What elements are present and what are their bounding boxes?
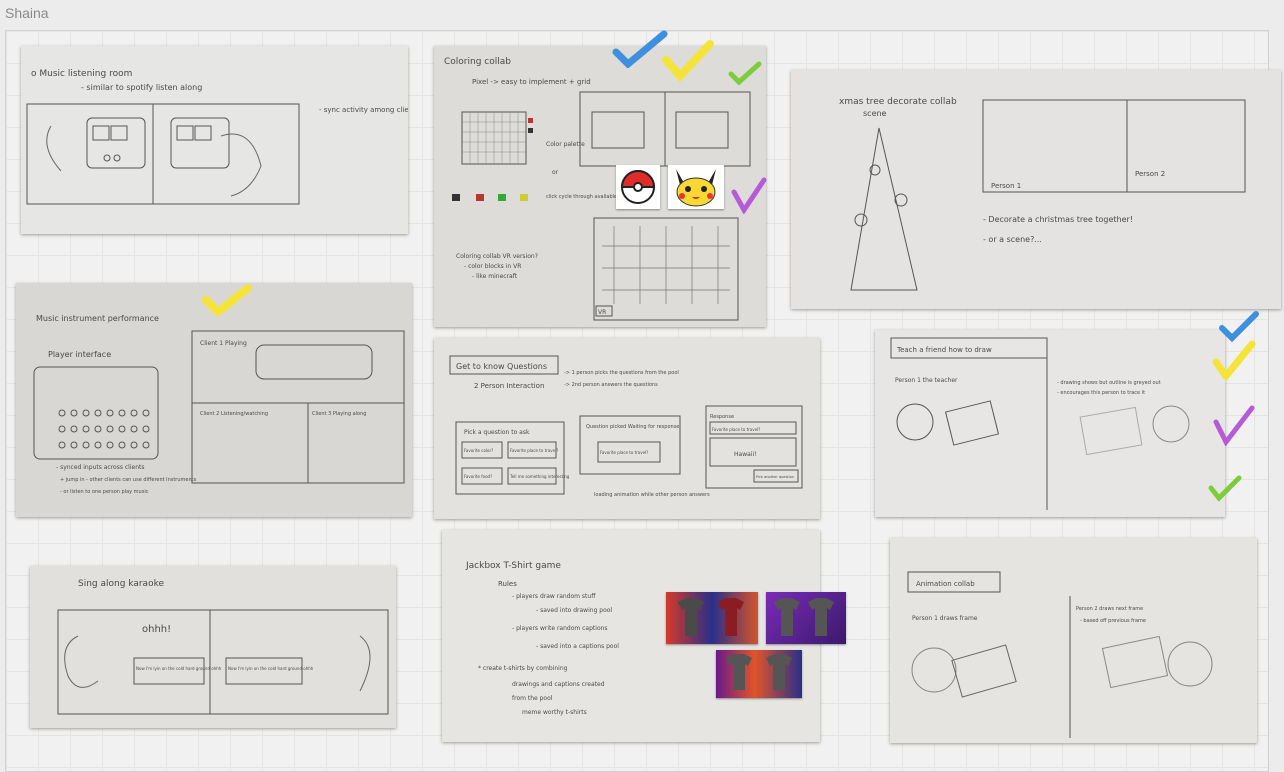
animation-note3: - based off previous frame [1080, 618, 1146, 624]
instrument-title: Music instrument performance [36, 314, 159, 323]
sketch-xmas-tree-collab[interactable]: xmas tree decorate collab scene Person 1… [791, 70, 1281, 309]
questions-opt2: Favorite place to travel? [510, 448, 558, 453]
check-green-icon [728, 61, 762, 86]
animation-title: Animation collab [916, 580, 975, 588]
questions-title: Get to know Questions [456, 362, 547, 371]
tshirt-r7: from the pool [512, 695, 553, 702]
music-room-note2: - sync activity among clients [319, 106, 408, 114]
pokeball-pixel-art [616, 165, 660, 209]
questions-opt1: Favorite color? [464, 448, 493, 453]
questions-box3: Response [710, 414, 734, 420]
sketch-teach-friend-draw[interactable]: Teach a friend how to draw Person 1 the … [875, 330, 1225, 517]
tshirt-screenshot-1 [666, 592, 758, 644]
music-room-note1: - similar to spotify listen along [81, 83, 202, 92]
xmas-person2: Person 2 [1135, 170, 1165, 178]
animation-note1: Person 1 draws frame [912, 615, 978, 622]
tshirt-r4: - saved into a captions pool [536, 643, 619, 650]
tshirt-r1: - players draw random stuff [512, 593, 596, 600]
xmas-note1: - Decorate a christmas tree together! [983, 215, 1133, 224]
coloring-vr-label: VR [598, 309, 606, 316]
questions-box3q: Favorite place to travel? [712, 427, 760, 432]
xmas-person1: Person 1 [991, 182, 1021, 190]
karaoke-caption1: Now I'm lyin on the cold hard ground ohh… [136, 666, 222, 671]
instrument-note2: + jump in - other clients can use differ… [60, 477, 197, 483]
questions-opt3: Favorite food? [464, 474, 492, 479]
board-title: Shaina [5, 5, 49, 21]
tshirt-screenshot-2 [766, 592, 846, 644]
check-blue-icon-2 [1219, 311, 1259, 342]
instrument-note3: - or listen to one person play music [60, 489, 149, 495]
instrument-client1: Client 1 Playing [200, 340, 247, 347]
check-yellow-icon [662, 40, 714, 82]
check-yellow-icon-3 [1212, 340, 1256, 380]
sketch-jackbox-tshirt-game[interactable]: Jackbox T-Shirt game Rules - players dra… [442, 530, 820, 742]
coloring-title: Coloring collab [444, 57, 511, 67]
teach-note2: - encourages this person to trace it [1057, 390, 1145, 396]
teach-title: Teach a friend how to draw [896, 346, 992, 354]
questions-btn: Pick another question [756, 475, 794, 479]
questions-rule1: -> 1 person picks the questions from the… [564, 370, 679, 376]
check-green-icon-2 [1208, 475, 1242, 502]
coloring-note5: Coloring collab VR version? [456, 253, 538, 260]
teach-person: Person 1 the teacher [895, 377, 958, 384]
check-blue-icon [612, 30, 668, 68]
check-purple-icon-2 [1213, 405, 1255, 446]
xmas-note2: - or a scene?... [983, 235, 1042, 244]
animation-note2: Person 2 draws next frame [1076, 606, 1143, 612]
questions-box3a: Hawaii! [734, 451, 757, 458]
coloring-note2: Color palette [546, 141, 585, 148]
karaoke-title: Sing along karaoke [78, 579, 164, 589]
sketch-music-listening-room[interactable]: o Music listening room - similar to spot… [21, 46, 408, 234]
questions-rule2: -> 2nd person answers the questions [564, 382, 658, 388]
sketch-animation-collab[interactable]: Animation collab Person 1 draws frame Pe… [890, 538, 1257, 743]
karaoke-caption2: Now I'm lyin on the cold hard ground ohh… [228, 666, 314, 671]
teach-note1: - drawing shows but outline is greyed ou… [1057, 380, 1161, 386]
tshirt-r8: meme worthy t-shirts [522, 709, 587, 716]
pikachu-pixel-art [668, 165, 724, 209]
instrument-player-label: Player interface [48, 350, 111, 359]
check-yellow-icon-2 [202, 284, 252, 316]
instrument-note1: - synced inputs across clients [56, 464, 144, 471]
coloring-note3: or [552, 169, 559, 176]
tshirt-r2: - saved into drawing pool [536, 607, 612, 614]
coloring-note1: Pixel -> easy to implement + grid [472, 78, 591, 86]
xmas-scene: scene [863, 109, 887, 118]
coloring-note7: - like minecraft [472, 273, 518, 280]
tshirt-screenshot-3 [716, 650, 802, 698]
questions-sub: 2 Person Interaction [474, 382, 544, 390]
xmas-title: xmas tree decorate collab [839, 97, 957, 107]
questions-loading: loading animation while other person ans… [594, 492, 710, 498]
questions-box2: Question picked Waiting for response [586, 424, 679, 430]
questions-box1: Pick a question to ask [464, 429, 530, 436]
sketch-sing-along-karaoke[interactable]: Sing along karaoke ohhh! Now I'm lyin on… [30, 566, 396, 728]
tshirt-r5: * create t-shirts by combining [478, 665, 568, 672]
tshirt-rules: Rules [498, 580, 517, 588]
coloring-note6: - color blocks in VR [464, 263, 521, 270]
karaoke-lyric: ohhh! [142, 624, 171, 635]
tshirt-r3: - players write random captions [512, 625, 608, 632]
check-purple-icon [731, 177, 767, 214]
questions-opt4: Tell me something interesting [509, 474, 570, 479]
coloring-note4: click cycle through available colors [546, 194, 634, 200]
tshirt-title: Jackbox T-Shirt game [465, 561, 561, 571]
instrument-client2: Client 2 Listening/watching [200, 411, 268, 417]
instrument-client3: Client 3 Playing along [312, 411, 366, 417]
tshirt-r6: drawings and captions created [512, 681, 605, 688]
sketch-music-instrument-performance[interactable]: Music instrument performance Player inte… [16, 283, 412, 517]
questions-box2q: Favorite place to travel? [600, 450, 648, 455]
sketch-get-to-know-questions[interactable]: Get to know Questions 2 Person Interacti… [434, 338, 820, 519]
music-room-title: o Music listening room [31, 69, 132, 79]
